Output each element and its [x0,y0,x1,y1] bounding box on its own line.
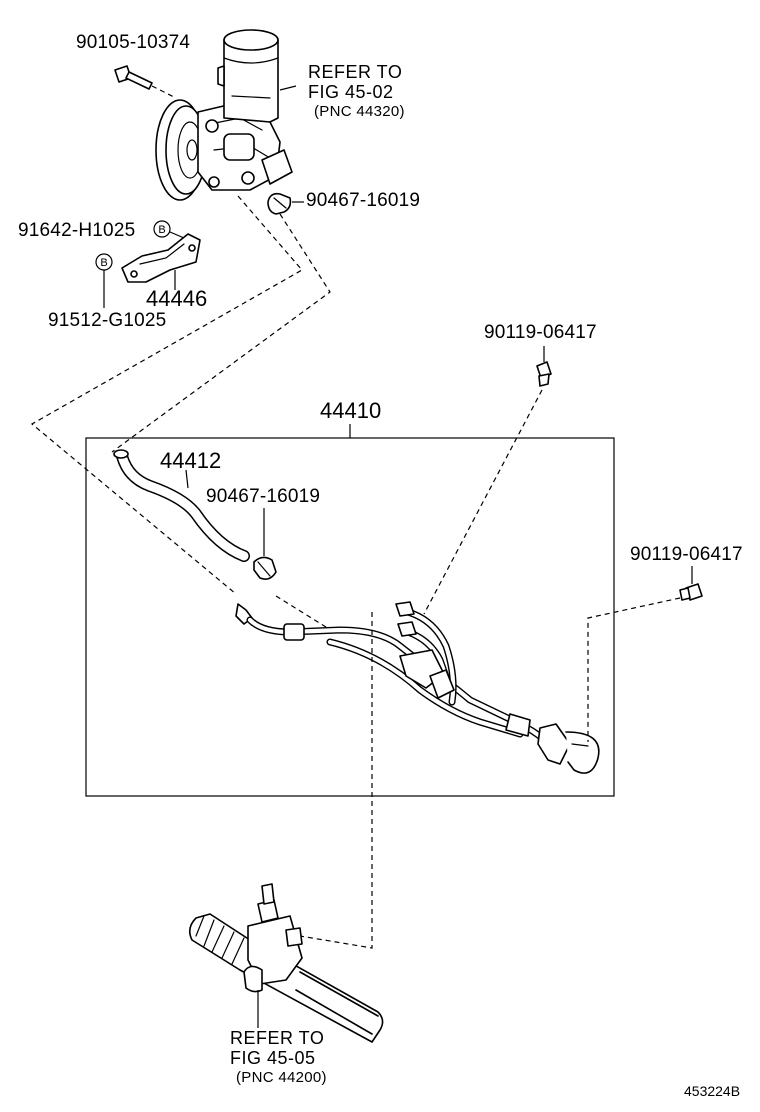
gear-ref-line1: REFER TO [230,1028,324,1048]
steering-gear[interactable] [188,883,384,1043]
label-union-bolt-right: 90119-06417 [630,544,743,565]
b-mark-upper: B [153,220,171,238]
union-bolt-upper[interactable] [536,361,552,387]
label-bolt-b-upper: 91642-H1025 [18,220,135,241]
label-bolt-top: 90105-10374 [76,32,190,53]
return-tubes[interactable] [395,601,457,706]
pump-ref-line2: FIG 45-02 [308,82,394,102]
gear-ref-line2: FIG 45-05 [230,1048,316,1068]
gear-ref-line3: (PNC 44200) [236,1069,327,1086]
hose-clip-lower[interactable] [253,556,277,580]
power-steering-pump[interactable] [155,29,293,201]
label-clip-upper: 90467-16019 [306,190,420,211]
svg-text:B: B [158,224,165,236]
bracket-44446[interactable] [121,233,201,283]
hose-clip-upper[interactable] [267,192,292,215]
label-clip-lower: 90467-16019 [206,486,320,507]
label-assembly: 44410 [320,398,381,423]
b-mark-lower: B [95,253,113,271]
pump-bolt[interactable] [114,65,153,90]
pump-ref-line1: REFER TO [308,62,402,82]
return-hose-44412[interactable] [113,449,250,562]
label-bracket: 44446 [146,286,207,311]
pump-ref-line3: (PNC 44320) [314,103,405,120]
diagram-code: 453224B [684,1083,740,1099]
label-union-bolt-upper: 90119-06417 [484,322,597,343]
label-hose: 44412 [160,448,221,473]
svg-text:B: B [100,257,107,269]
label-bolt-b-lower: 91512-G1025 [48,310,166,331]
pressure-tube[interactable] [235,603,600,774]
union-bolt-right[interactable] [679,583,703,601]
